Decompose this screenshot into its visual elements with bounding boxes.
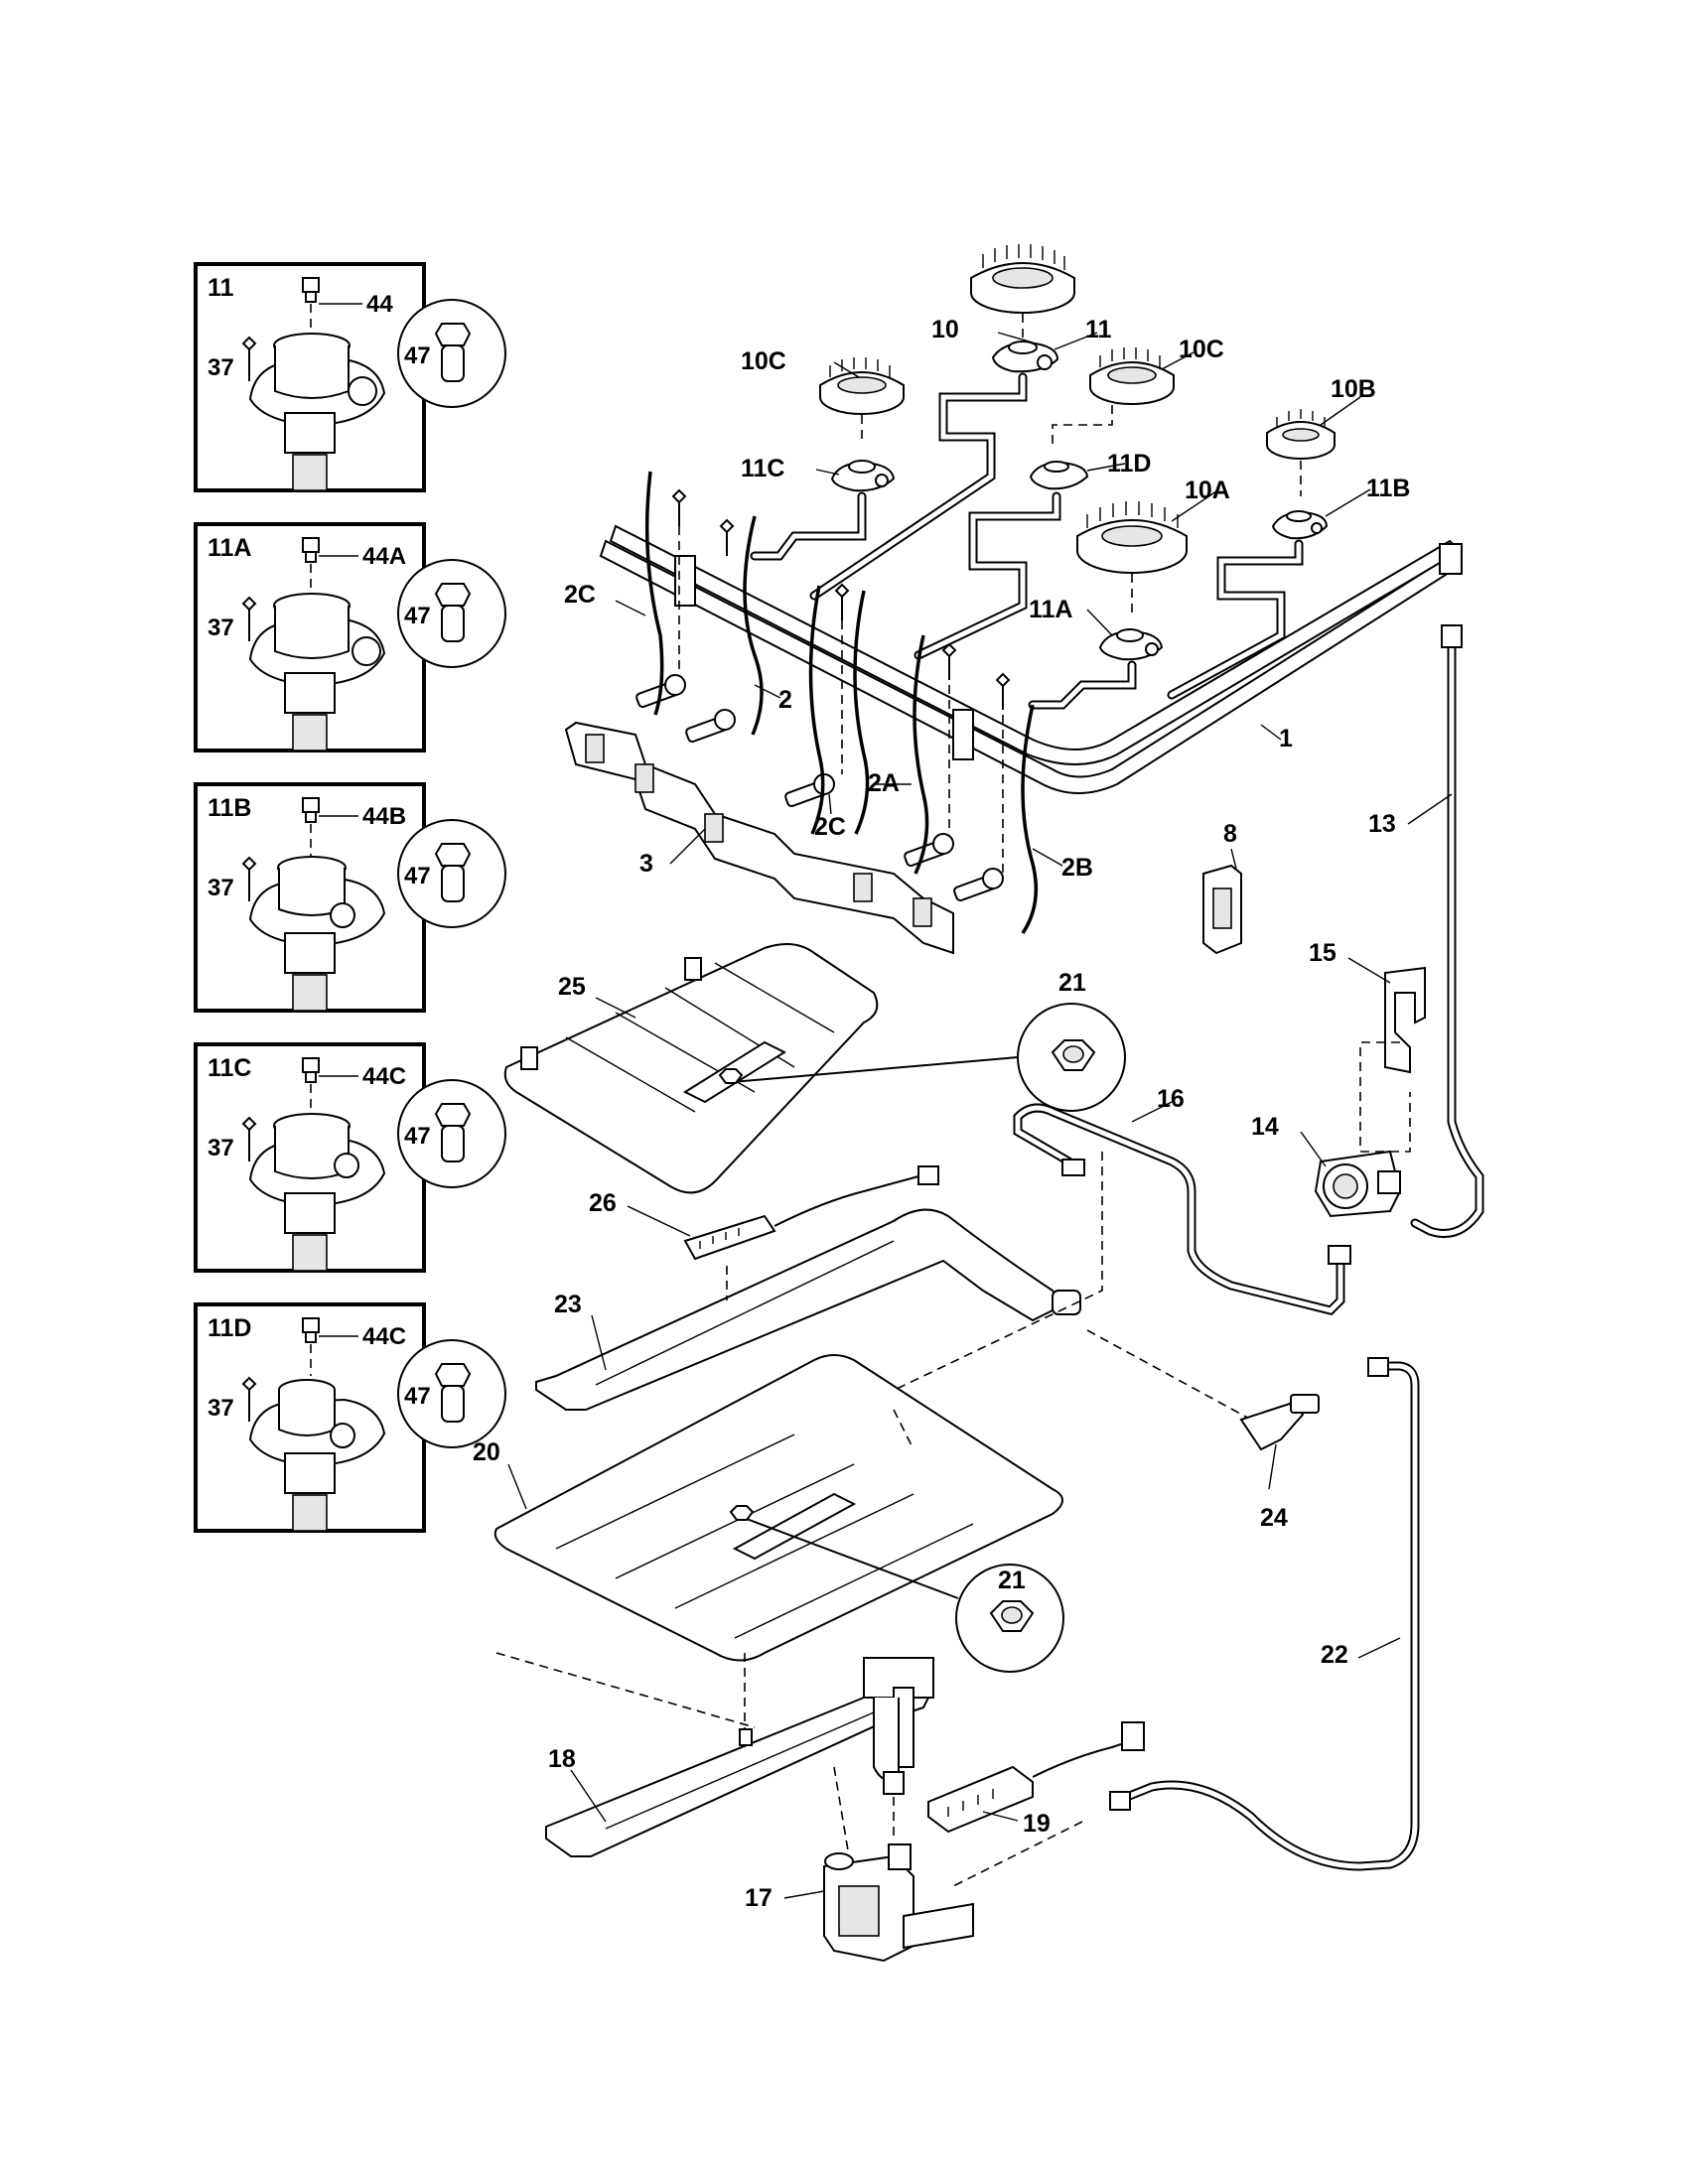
callout-17: 17 [745, 1884, 773, 1912]
callout-21-bottom: 21 [998, 1567, 1026, 1594]
inset-panel-11b: 11B 44B 37 47 [194, 782, 506, 1013]
burner-head-10c-left [819, 357, 905, 415]
mounting-clips [671, 488, 1011, 760]
tube-13 [1410, 624, 1484, 1238]
solenoid-valve-17 [823, 1843, 974, 1963]
burner-supply-tubes [750, 372, 1304, 710]
burner-tube-23 [535, 1208, 1081, 1411]
heat-shield-20 [493, 1354, 1063, 1662]
callout-10: 10 [931, 316, 959, 343]
callout-11a: 11A [1029, 596, 1072, 623]
callout-10a: 10A [1185, 477, 1230, 504]
inset-panel-11c: 11C 44C 37 47 [194, 1042, 506, 1273]
burner-head-10b [1266, 409, 1336, 460]
inset-panel-11a: 11A 44A 37 47 [194, 522, 506, 752]
pressure-regulator [1314, 1150, 1402, 1218]
nut-21-top [718, 1003, 1126, 1112]
orifice-label: 47 [404, 603, 431, 629]
callout-13: 13 [1368, 810, 1396, 838]
callout-2: 2 [778, 686, 792, 714]
inset-title: 11C [208, 1054, 251, 1082]
orifice-label: 47 [404, 1123, 431, 1150]
inset-panel-11: 11 44 37 47 [194, 262, 506, 492]
burner-head-10 [970, 244, 1075, 314]
callout-8: 8 [1223, 820, 1237, 848]
seat-label: 44B [362, 803, 406, 830]
inset-title: 11D [208, 1314, 251, 1342]
callout-2b: 2B [1061, 854, 1093, 882]
orifice-label: 47 [404, 1383, 431, 1410]
callout-11: 11 [1085, 316, 1112, 343]
callout-10c-right: 10C [1179, 336, 1224, 363]
nut-21-bottom [729, 1505, 1064, 1673]
orifice-label: 47 [404, 863, 431, 889]
callout-1: 1 [1279, 725, 1293, 752]
callout-3: 3 [639, 850, 653, 878]
callout-11d: 11D [1107, 450, 1151, 478]
igniter-26 [683, 1165, 939, 1261]
callout-18: 18 [548, 1745, 576, 1773]
burner-base-11 [991, 341, 1059, 373]
seat-label: 44C [362, 1063, 406, 1090]
inset-panel-11d: 11D 44C 37 47 [194, 1302, 506, 1533]
screw-label: 37 [208, 875, 234, 901]
callout-15: 15 [1309, 939, 1336, 967]
valve-bracket [564, 721, 954, 955]
burner-valves [635, 674, 1004, 902]
callout-25: 25 [558, 973, 586, 1001]
screw-label: 37 [208, 1135, 234, 1161]
inset-title: 11 [208, 274, 234, 302]
bracket-8 [1202, 864, 1242, 955]
callout-2c-mid: 2C [814, 813, 846, 841]
callout-22: 22 [1321, 1641, 1348, 1669]
tube-16 [1013, 1103, 1351, 1315]
burner-base-11d [1029, 461, 1089, 490]
seat-label: 44A [362, 543, 406, 570]
callout-2c-left: 2C [564, 581, 596, 609]
callout-21-top: 21 [1058, 969, 1086, 997]
screw-label: 37 [208, 354, 234, 381]
manifold-dashes [678, 526, 1004, 874]
callout-24: 24 [1260, 1504, 1288, 1532]
callout-26: 26 [589, 1189, 617, 1217]
elbow-24 [1239, 1394, 1320, 1451]
seat-label: 44C [362, 1323, 406, 1350]
callout-19: 19 [1023, 1810, 1051, 1838]
inset-title: 11B [208, 794, 251, 822]
callout-23: 23 [554, 1291, 582, 1318]
callout-10c-left: 10C [741, 347, 786, 375]
seat-label: 44 [366, 291, 393, 318]
tube-22 [1109, 1357, 1420, 1871]
bracket-15 [1384, 966, 1426, 1074]
callout-16: 16 [1157, 1085, 1185, 1113]
burner-tube-18 [545, 1657, 935, 1857]
screw-label: 37 [208, 614, 234, 641]
manifold-pipe [599, 524, 1463, 794]
callout-11b: 11B [1366, 475, 1410, 502]
burner-base-11a [1098, 628, 1164, 661]
inset-title: 11A [208, 534, 251, 562]
callout-11c: 11C [741, 455, 784, 482]
burner-head-10c-right [1089, 347, 1175, 405]
callout-14: 14 [1251, 1113, 1279, 1141]
orifice-label: 47 [404, 342, 431, 369]
callout-20: 20 [473, 1438, 500, 1466]
burner-base-11c [830, 460, 896, 492]
burner-base-11b [1271, 510, 1329, 540]
igniter-19 [927, 1721, 1145, 1834]
igniter-wires [644, 471, 1039, 934]
callout-leaders [507, 332, 1453, 1899]
screw-label: 37 [208, 1395, 234, 1422]
callout-10b: 10B [1331, 375, 1376, 403]
burner-head-10a [1076, 501, 1188, 574]
callout-2a: 2A [868, 769, 900, 797]
